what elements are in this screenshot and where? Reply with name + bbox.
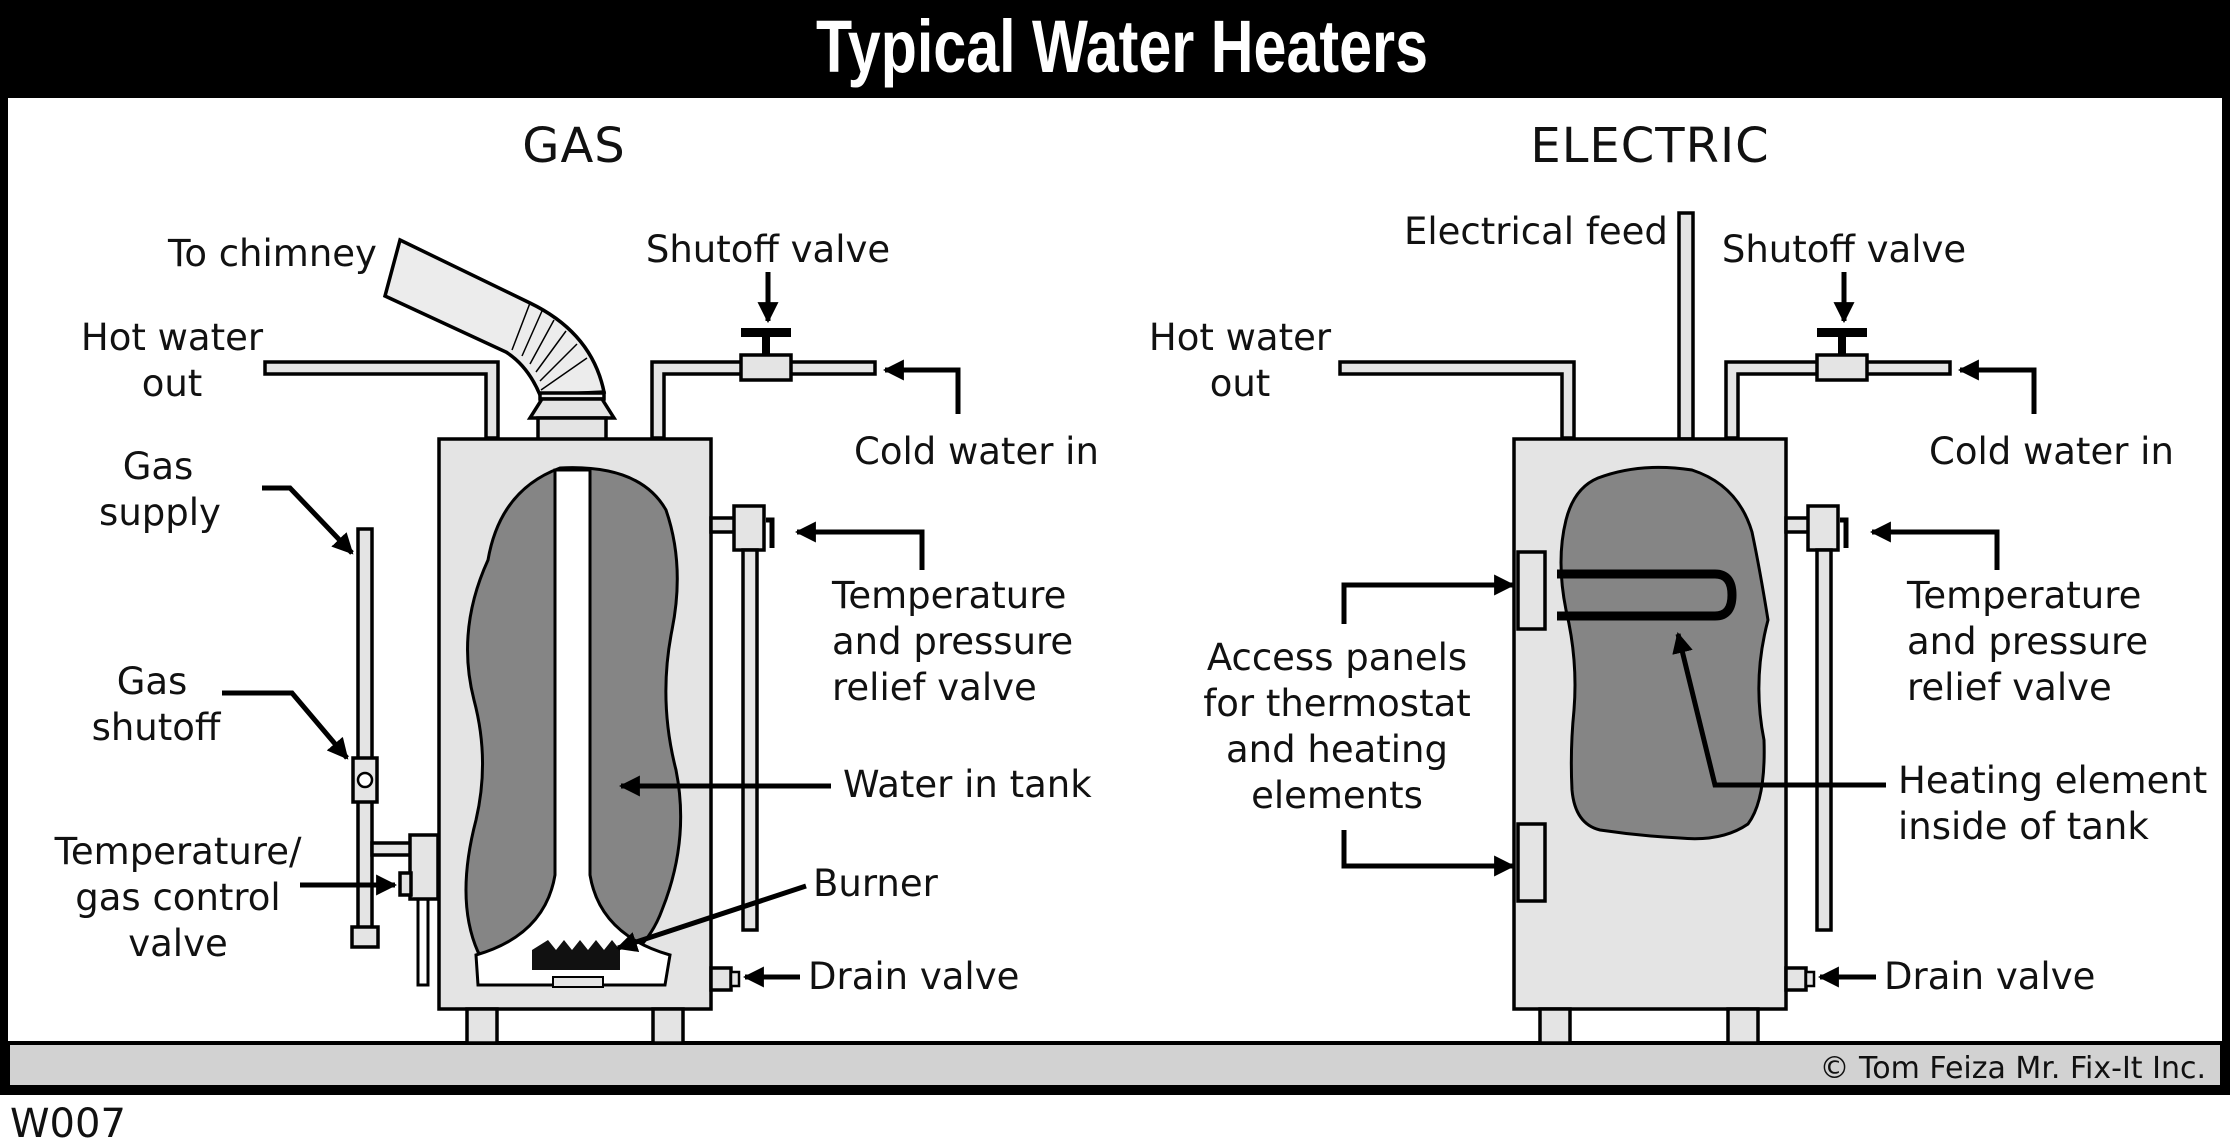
gas-supply-label-line1: Gas — [123, 445, 194, 488]
electric-drain-valve — [1784, 966, 1808, 992]
electric-cold-water-label: Cold water in — [1929, 430, 2174, 473]
heating-element-label-line1: Heating element — [1898, 759, 2207, 802]
access-panel-upper — [1516, 550, 1547, 631]
heating-element-icon — [1557, 569, 1737, 621]
gas-drain-valve-tip — [729, 970, 741, 988]
gas-tank-leg-right — [651, 1007, 685, 1045]
gas-shutoff-valve-handle — [741, 328, 791, 337]
gas-burner-arrow — [616, 883, 807, 953]
gas-control-knob — [398, 871, 413, 897]
gas-control-tubing — [416, 899, 430, 987]
access-panel-upper-arrow — [1341, 574, 1516, 624]
electric-hot-water-pipe — [1338, 360, 1576, 440]
gas-shutoff-valve-stem — [762, 336, 770, 356]
electric-tp-valve-body — [1806, 504, 1840, 552]
figure-code: W007 — [10, 1101, 126, 1143]
gas-control-label-line2: gas control — [75, 876, 280, 919]
gas-cold-water-label: Cold water in — [854, 430, 1099, 473]
gas-tp-lever — [766, 517, 775, 548]
gas-supply-arrow — [262, 485, 354, 555]
gas-tp-valve-arrow — [794, 521, 925, 570]
electric-water-heater: ELECTRIC Electrical feed — [1149, 118, 2207, 1045]
gas-control-label-line1: Temperature/ — [54, 830, 302, 873]
gas-control-tee — [370, 841, 414, 857]
heating-element-arrow — [1672, 631, 1886, 788]
gas-control-label-line3: valve — [128, 922, 228, 965]
gas-to-chimney-label: To chimney — [167, 232, 377, 275]
electric-shutoff-valve-body — [1815, 353, 1869, 382]
diagram-border — [0, 90, 2230, 1095]
gas-control-valve-body — [408, 833, 440, 901]
title-banner — [0, 0, 2230, 97]
gas-heading: GAS — [522, 118, 626, 174]
gas-hot-water-label-line2: out — [142, 362, 203, 405]
draft-hood — [526, 397, 618, 420]
access-panels-label-line4: elements — [1251, 774, 1423, 817]
gas-hot-water-label-line1: Hot water — [81, 316, 264, 359]
electric-hot-water-label-line2: out — [1210, 362, 1271, 405]
flue-corrugation — [511, 302, 588, 391]
electric-shutoff-valve-label: Shutoff valve — [1722, 228, 1966, 271]
gas-shutoff-valve-label: Shutoff valve — [646, 228, 890, 271]
access-panels-label-line1: Access panels — [1207, 636, 1467, 679]
burner-base — [552, 976, 604, 988]
heating-element-label-line2: inside of tank — [1898, 805, 2149, 848]
electric-tp-discharge-pipe — [1815, 548, 1833, 932]
electric-drain-valve-label: Drain valve — [1884, 955, 2095, 998]
electric-shutoff-valve-handle — [1817, 328, 1867, 337]
electric-tp-label-line2: and pressure — [1907, 620, 2148, 663]
gas-supply-label-line2: supply — [99, 491, 221, 534]
gas-tp-label-line2: and pressure — [832, 620, 1073, 663]
gas-tp-valve-body — [732, 504, 766, 552]
gas-shutoff-label-line2: shutoff — [92, 706, 222, 749]
electric-tank-leg-left — [1538, 1007, 1572, 1045]
electric-hot-water-label-line1: Hot water — [1149, 316, 1332, 359]
gas-shutoff-valve-body — [739, 353, 793, 382]
electrical-feed-label: Electrical feed — [1404, 210, 1668, 253]
gas-tp-discharge-pipe — [741, 548, 759, 932]
gas-cold-water-arrow — [882, 359, 961, 414]
gas-shutoff-label-line1: Gas — [117, 660, 188, 703]
electric-tp-label-line1: Temperature — [1906, 574, 2141, 617]
electric-drain-valve-tip — [1804, 970, 1816, 988]
gas-drain-valve-label: Drain valve — [808, 955, 1019, 998]
electric-tp-valve-arrow — [1869, 521, 2000, 570]
electric-shutoff-valve-stem — [1838, 336, 1846, 356]
electrical-conduit — [1677, 211, 1695, 441]
diagram-title: Typical Water Heaters — [816, 5, 1428, 88]
access-panel-lower-arrow — [1341, 830, 1516, 877]
electric-tank-leg-right — [1726, 1007, 1760, 1045]
gas-supply-pipe — [356, 527, 374, 931]
gas-burner-label: Burner — [813, 862, 939, 905]
gas-water-in-tank-label: Water in tank — [843, 763, 1092, 806]
copyright-credit: © Tom Feiza Mr. Fix-It Inc. — [1819, 1051, 2206, 1086]
access-panels-label-line3: and heating — [1226, 728, 1448, 771]
gas-tank-leg-left — [465, 1007, 499, 1045]
gas-water-heater: GAS — [54, 118, 1099, 1045]
electric-tp-label-line3: relief valve — [1907, 666, 2112, 709]
gas-shutoff-knob — [356, 771, 374, 789]
gas-supply-cap — [350, 925, 380, 949]
gas-tp-label-line3: relief valve — [832, 666, 1037, 709]
gas-drain-valve — [709, 966, 733, 992]
gas-hot-water-pipe — [263, 360, 500, 440]
ground-strip — [6, 1041, 2224, 1089]
gas-flue-tube — [474, 468, 672, 987]
electric-cold-water-arrow — [1957, 359, 2037, 414]
flue-connector — [536, 416, 608, 442]
electric-tp-lever — [1840, 517, 1849, 548]
electric-heading: ELECTRIC — [1530, 118, 1769, 174]
gas-shutoff-arrow — [222, 690, 349, 760]
gas-tp-label-line1: Temperature — [831, 574, 1066, 617]
access-panel-lower — [1516, 822, 1547, 903]
burner-icon — [532, 940, 620, 970]
access-panels-label-line2: for thermostat — [1203, 682, 1471, 725]
